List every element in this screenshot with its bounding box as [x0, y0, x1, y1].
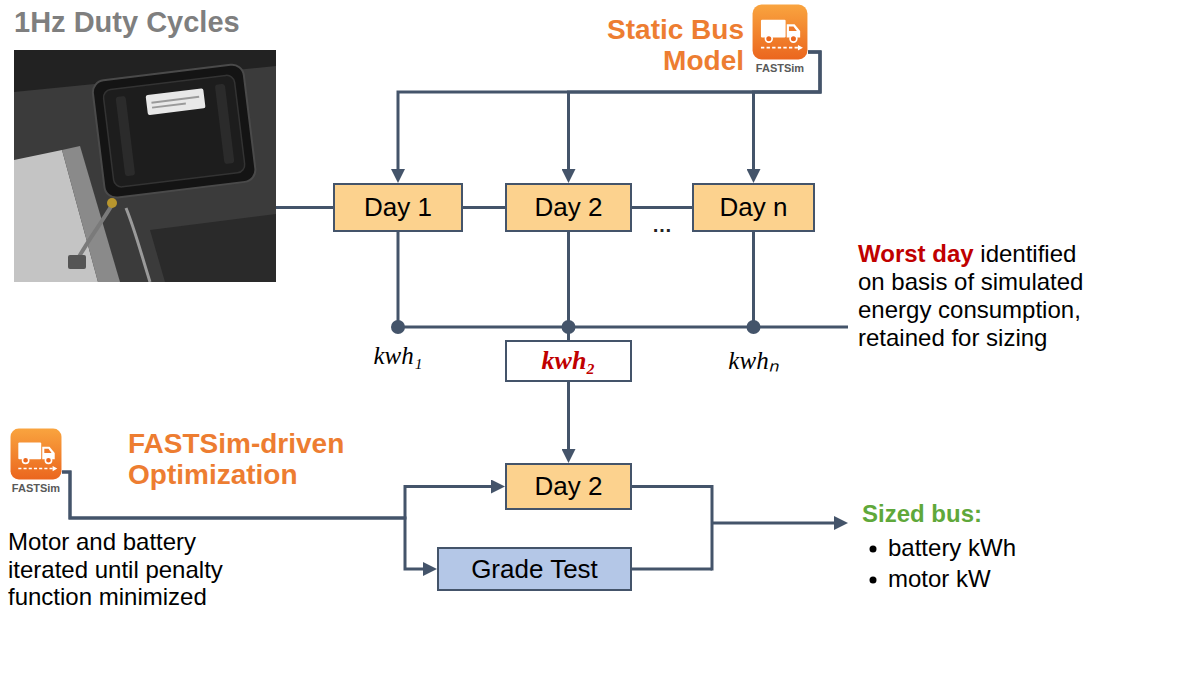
grade-test-box: Grade Test: [437, 547, 632, 591]
connector: [567, 382, 570, 457]
energy-dot: [391, 320, 405, 334]
energy-label: kwhₙ: [728, 342, 778, 376]
method-note: Motor and battery iterated until penalty…: [8, 528, 276, 611]
day-label: Day 1: [364, 192, 432, 223]
icon-caption: FASTSim: [12, 482, 60, 494]
result-heading: Sized bus:: [862, 500, 982, 528]
fastsim-icon: FASTSim-driven OptimizationFASTSim: [10, 428, 62, 480]
test-label: Grade Test: [471, 554, 598, 585]
connector: [754, 52, 821, 177]
merge-line: [632, 485, 712, 488]
connector: [567, 232, 570, 340]
note-block: Worst dayidentified on basis of simulate…: [858, 240, 1108, 352]
fastsim-icon: Static Bus ModelFASTSim: [752, 4, 808, 60]
result-item: motor kW: [888, 565, 991, 593]
day-box: Day n: [692, 183, 815, 232]
result-item: battery kWh: [888, 534, 1016, 562]
duty-cycle-photo-image: [14, 50, 276, 282]
energy-line: [398, 326, 848, 329]
energy-label: kwh₂: [542, 346, 596, 376]
icon-shape: [752, 4, 808, 60]
connector: [276, 206, 333, 209]
connector: [463, 206, 505, 209]
merge-line: [711, 485, 714, 571]
obd-plug: [68, 255, 86, 269]
connector: [632, 206, 692, 209]
icon-caption: FASTSim: [756, 62, 804, 74]
bullet-dot: [870, 546, 877, 553]
photo-ground: [14, 50, 276, 282]
day-label: Day 2: [535, 471, 603, 502]
energy-dot: [747, 320, 761, 334]
connector: [398, 52, 820, 177]
day-label: Day 2: [535, 192, 603, 223]
photo-shadow: [150, 214, 276, 282]
optimization-heading: FASTSim-driven Optimization: [128, 428, 398, 491]
energy-dots: [391, 320, 761, 334]
bullet-dot: [870, 577, 877, 584]
day-box: Day 1: [333, 183, 463, 232]
day-label: Day n: [720, 192, 788, 223]
day-box: Day 2: [505, 183, 632, 232]
worst-energy-box: kwh₂: [505, 340, 632, 382]
energy-label: kwh₁: [374, 342, 423, 370]
note-emphasis: Worst day: [858, 240, 974, 267]
logger-cable: [76, 205, 112, 262]
edge-label: …: [650, 214, 674, 237]
model-heading: Static Bus Model: [594, 14, 744, 77]
logger-case: [92, 63, 257, 199]
result-arrow: [712, 522, 842, 525]
energy-drop: [397, 232, 400, 327]
energy-bus: [398, 232, 848, 327]
day-box: Day 2: [505, 463, 632, 510]
duty-cycle-photo: 1Hz Duty Cycles: [14, 50, 276, 282]
photo-title: 1Hz Duty Cycles: [14, 6, 240, 39]
icon-shape: [10, 428, 62, 480]
energy-drop: [752, 232, 755, 327]
antenna-connector: [107, 198, 117, 208]
merge-line: [632, 568, 712, 571]
result-merge: [632, 485, 842, 571]
logger-cable: [126, 208, 150, 282]
bullets: [870, 546, 877, 584]
